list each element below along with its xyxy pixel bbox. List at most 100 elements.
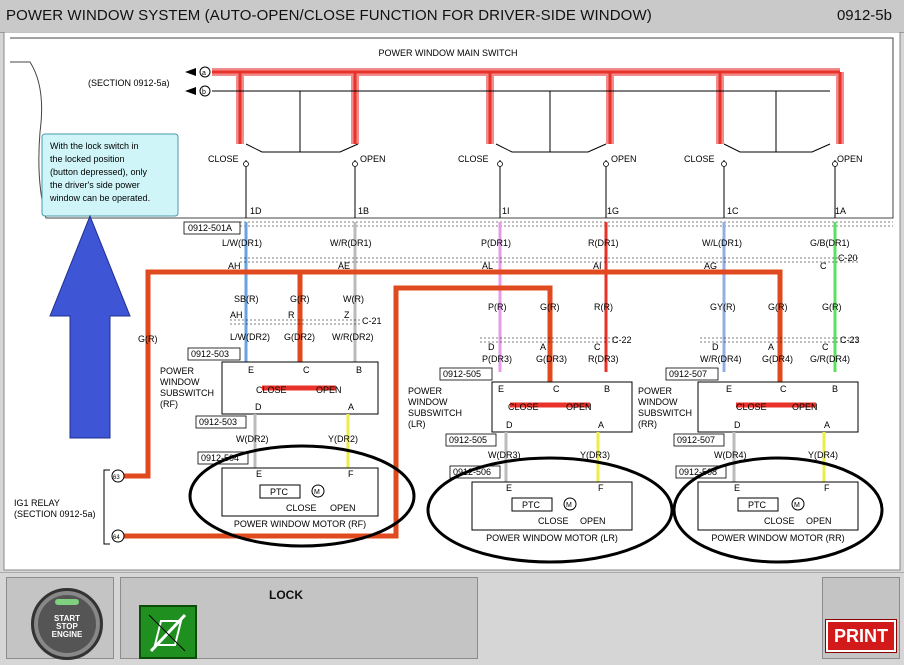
highlight-rr [672,456,884,564]
conn-506-label: 0912-506 [453,467,491,477]
lr-m-close: CLOSE [538,516,569,526]
motor-rr-icon [791,497,805,511]
open-label-1: OPEN [360,154,386,164]
rf-dr2-2: G(DR2) [284,332,315,342]
rf-pin-d: D [255,402,262,412]
rr-upper-3: G(R) [822,302,842,312]
conn-507b [673,433,725,447]
start-panel: START STOP ENGINE [6,577,114,660]
lr-upper-1: P(R) [488,302,507,312]
lr-upper-2: G(R) [540,302,560,312]
open-label-2: OPEN [611,154,637,164]
section-ref: (SECTION 0912-5a) [88,78,170,88]
terminal-a [199,66,211,78]
dr1-5: W/L(DR1) [702,238,742,248]
rr-motor-e: E [734,483,740,493]
rf-m-close: CLOSE [286,503,317,513]
c21-label: C-21 [362,316,382,326]
rf-pin-a: A [348,402,354,412]
rr-pin-b: B [832,384,838,394]
lock-button[interactable] [139,605,197,659]
lock-icon [148,613,187,653]
terminal-b [199,85,211,97]
rr-pin-d: D [734,420,741,430]
rr-pin-e: E [726,384,732,394]
pin-1i: 1I [502,206,510,216]
rf-j-3: Z [344,310,350,320]
conn-503b [195,415,247,429]
note-box [41,133,179,217]
rf-pin-b: B [356,365,362,375]
rf-ptc: PTC [270,487,289,497]
rr-name-1: POWER [638,386,673,396]
ig1-line-1: IG1 RELAY [14,498,60,508]
print-button[interactable]: PRINT [826,620,896,652]
rf-close: CLOSE [256,385,287,395]
rr-dr4-2: G(DR4) [762,354,793,364]
rr-m-open: OPEN [806,516,832,526]
pin-1a: 1A [835,206,846,216]
page-code: 0912-5b [836,7,892,24]
dr1-4: R(DR1) [588,238,619,248]
close-label-2: CLOSE [458,154,489,164]
lr-dr3-2: G(DR3) [536,354,567,364]
dr1-2: W/R(DR1) [330,238,372,248]
arrow-a-icon [185,68,196,76]
terminal-b-label: b [202,89,206,96]
motor-lr-label: POWER WINDOW MOTOR (LR) [486,533,618,543]
rf-name-1: POWER [160,366,195,376]
dr1-1: L/W(DR1) [222,238,262,248]
pin-1b: 1B [358,206,369,216]
rr-j-3: C [822,342,829,352]
rf-open: OPEN [316,385,342,395]
dr1-6: G/B(DR1) [810,238,850,248]
main-switches [245,143,836,218]
c20-label: C-20 [838,253,858,263]
pin-1d: 1D [250,206,262,216]
rr-motor-f: F [824,483,830,493]
highlight-rf [188,444,416,548]
relay-pin-63 [111,469,125,483]
rf-j-2: R [288,310,295,320]
gr-left-label: G(R) [138,334,158,344]
lr-j-1: D [488,342,495,352]
motor-rr-label: POWER WINDOW MOTOR (RR) [711,533,844,543]
rf-name-2: WINDOW [160,377,200,387]
rr-name-2: WINDOW [638,397,678,407]
rf-upper-3: W(R) [343,294,364,304]
rf-pin-e: E [248,365,254,375]
conn-503-label: 0912-503 [191,349,229,359]
start-stop-button[interactable]: START STOP ENGINE [31,588,103,660]
highlight-lr [426,456,674,564]
note-line-5: window can be operated. [49,193,150,203]
rf-j-1: AH [230,310,243,320]
c23-label: C-23 [840,335,860,345]
lr-pin-b: B [604,384,610,394]
lr-open: OPEN [566,402,592,412]
rr-close: CLOSE [736,402,767,412]
lr-name-3: SUBSWITCH [408,408,462,418]
pin-1g: 1G [607,206,619,216]
motor-rf-label: POWER WINDOW MOTOR (RF) [234,519,366,529]
lr-close: CLOSE [508,402,539,412]
start-led [55,599,79,605]
conn-507b-label: 0912-507 [677,435,715,445]
rr-j-2: A [768,342,774,352]
lr-name-2: WINDOW [408,397,448,407]
rf-name-4: (RF) [160,399,178,409]
dr1-3: P(DR1) [481,238,511,248]
rf-upper-2: G(R) [290,294,310,304]
lr-j-3: C [594,342,601,352]
relay-pin-64 [111,529,125,543]
page-title: POWER WINDOW SYSTEM (AUTO-OPEN/CLOSE FUN… [6,7,652,24]
rr-name-3: SUBSWITCH [638,408,692,418]
rr-dr4b-1: W(DR4) [714,450,747,460]
lr-dr3-1: P(DR3) [482,354,512,364]
conn-505 [439,367,493,381]
control-bar: START STOP ENGINE LOCK PRINT [0,572,904,665]
conn-501a-label: 0912-501A [188,223,232,233]
lock-label: LOCK [269,588,303,602]
conn-503b-label: 0912-503 [199,417,237,427]
note-line-3: (button depressed), only [50,167,148,177]
rr-motor-sym: M [794,502,800,509]
